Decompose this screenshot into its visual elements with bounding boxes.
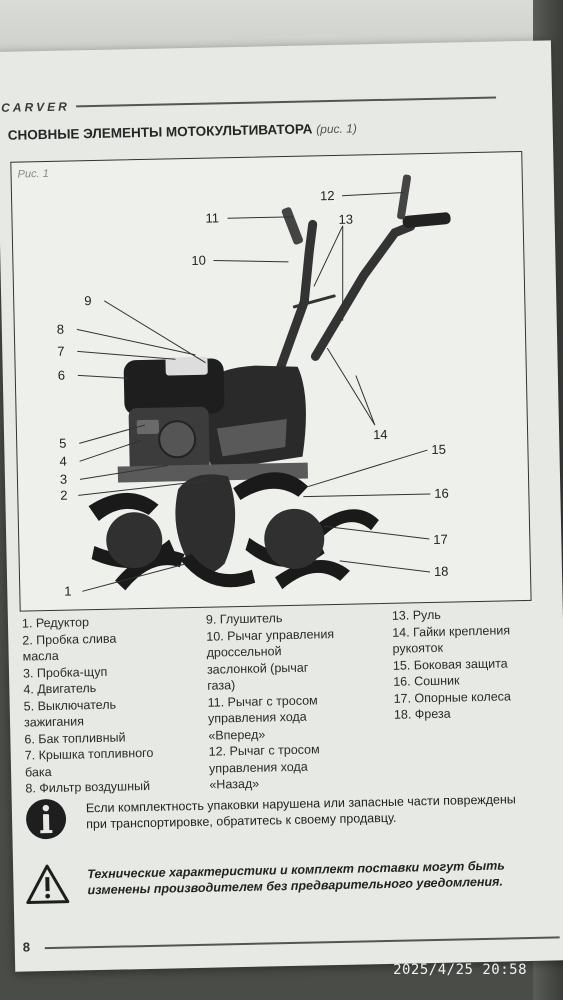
callout-9: 9 [84, 293, 92, 308]
callout-8: 8 [57, 322, 65, 337]
manual-page: CARVER СНОВНЫЕ ЭЛЕМЕНТЫ МОТОКУЛЬТИВАТОРА… [0, 40, 563, 972]
callout-3: 3 [60, 472, 68, 487]
legend-item: 10. Рычаг управления дроссельной заслонк… [206, 626, 335, 693]
warning-notice-text: Технические характеристики и комплект по… [87, 858, 505, 898]
callout-17: 17 [433, 532, 448, 547]
legend-column-2: 9. Глушитель 10. Рычаг управления дроссе… [206, 608, 382, 793]
figure-reference: (рис. 1) [316, 121, 358, 137]
info-notice: Если комплектность упаковки нарушена или… [24, 787, 540, 850]
photo-timestamp: 2025/4/25 20:58 [393, 962, 527, 978]
cultivator-diagram: 1 2 3 4 5 6 7 8 9 10 11 12 13 14 15 16 1… [57, 174, 451, 599]
callout-4: 4 [59, 454, 67, 469]
legend-item: 12. Рычаг с тросом управления хода «Наза… [208, 742, 320, 792]
callout-15: 15 [431, 442, 446, 457]
callout-18: 18 [434, 564, 449, 579]
header-logo-row: CARVER [1, 90, 496, 116]
legend-item: 2. Пробка слива масла [22, 631, 117, 664]
callout-5: 5 [59, 436, 67, 451]
callout-11: 11 [205, 210, 219, 225]
section-title: СНОВНЫЕ ЭЛЕМЕНТЫ МОТОКУЛЬТИВАТОРА (рис. … [8, 120, 357, 142]
callout-1: 1 [64, 584, 72, 599]
legend-column-1: 1. Редуктор 2. Пробка слива масла 3. Про… [22, 612, 206, 797]
engine-illustration [123, 356, 225, 474]
callout-leaders [76, 191, 431, 592]
callout-10: 10 [191, 253, 206, 268]
figure-frame: Рис. 1 [10, 151, 532, 612]
legend-item: 11. Рычаг с тросом управления хода «Впер… [207, 692, 318, 743]
legend-item: 7. Крышка топливного бака [24, 745, 154, 780]
callout-16: 16 [434, 486, 449, 501]
callout-2: 2 [60, 488, 68, 503]
page-number: 8 [22, 939, 31, 955]
callout-6: 6 [58, 368, 66, 383]
warning-notice: Технические характеристики и комплект по… [25, 853, 541, 916]
handlebar-illustration [276, 174, 451, 372]
brand-logo: CARVER [1, 99, 70, 115]
page-footer: 8 [23, 928, 563, 959]
legend-item: 14. Гайки крепления рукояток [392, 622, 511, 656]
parts-legend: 1. Редуктор 2. Пробка слива масла 3. Про… [22, 605, 536, 796]
footer-rule [44, 936, 560, 950]
callout-7: 7 [57, 344, 65, 359]
callout-12: 12 [320, 188, 335, 203]
legend-column-3: 13. Руль 14. Гайки крепления рукояток 15… [392, 605, 544, 724]
section-title-text: СНОВНЫЕ ЭЛЕМЕНТЫ МОТОКУЛЬТИВАТОРА [7, 121, 313, 143]
tiller-illustration [88, 472, 379, 591]
legend-item: 5. Выключатель зажигания [23, 697, 117, 730]
callout-14: 14 [373, 427, 388, 442]
header-rule [75, 96, 496, 108]
legend-item: 18. Фреза [393, 706, 451, 722]
info-notice-text: Если комплектность упаковки нарушена или… [85, 792, 516, 832]
info-icon [26, 799, 67, 840]
warning-icon [26, 864, 70, 905]
callout-13: 13 [338, 212, 353, 227]
gearbox-illustration [175, 474, 236, 574]
